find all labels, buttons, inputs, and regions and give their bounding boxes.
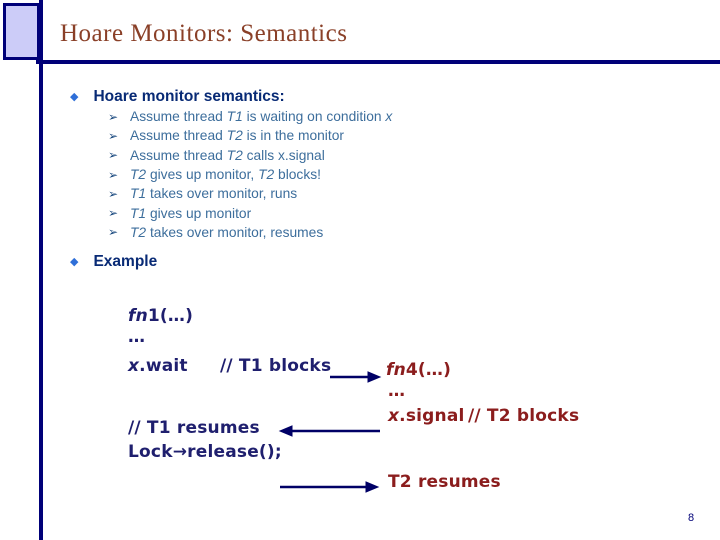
semantics-list-item: ➢ T2 gives up monitor, T2 blocks! xyxy=(108,165,392,184)
bullet-example-label: Example xyxy=(93,253,158,270)
list-arrow-icon: ➢ xyxy=(108,167,119,182)
code-ellipsis-left: … xyxy=(128,327,146,347)
arrow-wait-to-fn4-icon xyxy=(330,371,382,383)
semantics-list-item-text: Assume thread T2 is in the monitor xyxy=(130,128,344,144)
list-arrow-icon: ➢ xyxy=(108,128,119,143)
semantics-list-item-text: T1 takes over monitor, runs xyxy=(130,186,298,202)
diamond-bullet-icon: ◆ xyxy=(70,255,79,268)
corner-square-decoration xyxy=(3,3,40,60)
semantics-list-item-text: Assume thread T2 calls x.signal xyxy=(130,147,325,163)
code-comment-t1-resumes: // T1 resumes xyxy=(128,418,260,438)
bullet-hoare-semantics-label: Hoare monitor semantics: xyxy=(93,88,285,105)
semantics-list-item: ➢ Assume thread T1 is waiting on conditio… xyxy=(108,107,392,126)
left-border-line xyxy=(39,0,43,540)
semantics-list-item: ➢ Assume thread T2 is in the monitor xyxy=(108,126,392,145)
list-arrow-icon: ➢ xyxy=(108,206,119,221)
title-underline xyxy=(36,60,720,64)
page-number: 8 xyxy=(688,512,695,524)
semantics-list-item: ➢ T1 gives up monitor xyxy=(108,203,392,222)
list-arrow-icon: ➢ xyxy=(108,225,119,240)
code-x-signal: x.signal xyxy=(388,406,465,426)
list-arrow-icon: ➢ xyxy=(108,186,119,201)
semantics-list-item: ➢ Assume thread T2 calls x.signal xyxy=(108,146,392,165)
code-fn1: fn1(…) xyxy=(128,306,194,326)
code-x-wait: x.wait xyxy=(128,356,188,376)
bullet-hoare-semantics: ◆ Hoare monitor semantics: xyxy=(70,88,285,106)
code-comment-t1-blocks: // T1 blocks xyxy=(220,356,332,376)
semantics-list: ➢ Assume thread T1 is waiting on conditio… xyxy=(108,107,392,242)
arrow-release-to-t2-resumes-icon xyxy=(280,481,380,493)
diamond-bullet-icon: ◆ xyxy=(70,90,79,103)
code-comment-t2-blocks: // T2 blocks xyxy=(468,406,580,426)
arrow-signal-to-t1-resumes-icon xyxy=(278,425,380,437)
code-t2-resumes: T2 resumes xyxy=(388,472,501,492)
list-arrow-icon: ➢ xyxy=(108,109,119,124)
code-ellipsis-right: … xyxy=(388,381,406,401)
semantics-list-item: ➢ T2 takes over monitor, resumes xyxy=(108,223,392,242)
semantics-list-item-text: T1 gives up monitor xyxy=(130,205,252,221)
semantics-list-item-text: Assume thread T1 is waiting on condition… xyxy=(130,109,393,125)
code-lock-release: Lock→release(); xyxy=(128,442,282,462)
semantics-list-item-text: T2 takes over monitor, resumes xyxy=(130,224,324,240)
semantics-list-item-text: T2 gives up monitor, T2 blocks! xyxy=(130,167,321,183)
slide-title: Hoare Monitors: Semantics xyxy=(60,20,348,47)
bullet-example: ◆ Example xyxy=(70,253,157,271)
semantics-list-item: ➢ T1 takes over monitor, runs xyxy=(108,184,392,203)
list-arrow-icon: ➢ xyxy=(108,148,119,163)
code-fn4: fn4(…) xyxy=(386,360,452,380)
